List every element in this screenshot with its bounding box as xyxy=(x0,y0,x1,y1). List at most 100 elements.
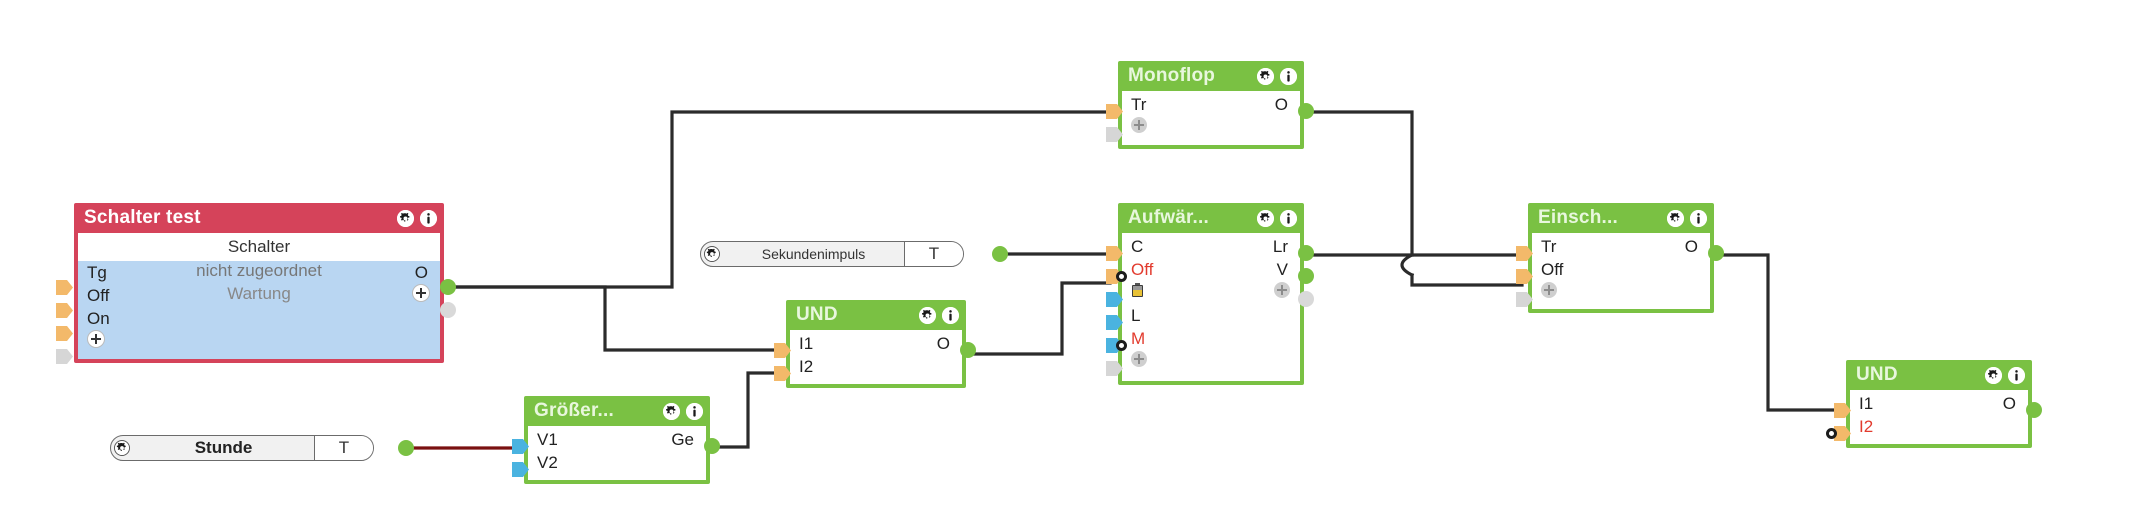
node-monoflop[interactable]: Monoflop Tr O xyxy=(1106,61,1314,149)
port-out-lr[interactable] xyxy=(1298,245,1314,261)
port-in-v2[interactable] xyxy=(512,462,529,477)
node-title: Monoflop xyxy=(1128,65,1216,86)
info-icon[interactable] xyxy=(1280,209,1297,227)
inverted-marker xyxy=(1826,428,1837,439)
port-in-v1[interactable] xyxy=(512,439,529,454)
gear-icon[interactable] xyxy=(1985,366,2002,384)
node-und-2[interactable]: UND I1 O I2 xyxy=(1826,360,2042,448)
port-out-add[interactable] xyxy=(440,302,456,318)
input-label-off: Off xyxy=(87,285,110,305)
port-out-o[interactable] xyxy=(2026,402,2042,418)
port-in-on[interactable] xyxy=(56,326,73,341)
port-in-l[interactable] xyxy=(1106,315,1123,330)
port-in-battery[interactable] xyxy=(1106,292,1123,307)
output-label-lr: Lr xyxy=(1272,236,1288,256)
wire-schalter-to-und1-i1 xyxy=(446,285,782,352)
node-body: C Lr Off V xyxy=(1122,233,1300,381)
output-add-button[interactable] xyxy=(412,284,430,307)
widget-name: Sekundenimpuls xyxy=(761,246,866,262)
input-label-on: On xyxy=(87,308,110,328)
info-icon[interactable] xyxy=(2008,366,2025,384)
port-out-add[interactable] xyxy=(1298,291,1314,307)
input-label-off: Off xyxy=(1541,259,1564,279)
port-out-o[interactable] xyxy=(1298,103,1314,119)
port-in-tr[interactable] xyxy=(1516,246,1533,261)
node-schalter-test[interactable]: Schalter test xyxy=(56,203,456,364)
port-in-add[interactable] xyxy=(56,349,73,364)
node-header[interactable]: UND xyxy=(786,300,966,330)
node-header[interactable]: Schalter test xyxy=(74,203,444,233)
info-icon[interactable] xyxy=(1280,67,1297,85)
node-title: UND xyxy=(1856,364,1898,385)
port-out-ge[interactable] xyxy=(704,438,720,454)
port-out-sekundenimpuls[interactable] xyxy=(992,246,1008,262)
info-icon[interactable] xyxy=(686,402,703,420)
input-add-button[interactable] xyxy=(1131,117,1147,138)
info-icon[interactable] xyxy=(1690,209,1707,227)
node-body: V1 Ge V2 xyxy=(528,426,706,480)
node-header[interactable]: Größer... xyxy=(524,396,710,426)
input-label-off: Off xyxy=(1131,259,1154,279)
input-add-button[interactable] xyxy=(87,330,105,353)
header-icons xyxy=(1667,209,1714,227)
input-add-button[interactable] xyxy=(1541,282,1557,303)
widget-stunde[interactable]: Stunde T xyxy=(110,435,374,461)
status-line-1: nicht zugeordnet xyxy=(196,261,322,280)
node-header[interactable]: Monoflop xyxy=(1118,61,1304,91)
port-in-i1[interactable] xyxy=(774,343,791,358)
node-und-1[interactable]: UND I1 O I2 xyxy=(774,300,976,388)
status-line-2: Wartung xyxy=(227,284,291,303)
gear-icon[interactable] xyxy=(919,306,936,324)
port-in-i1[interactable] xyxy=(1834,403,1851,418)
header-icons xyxy=(1985,366,2032,384)
node-header[interactable]: Aufwär... xyxy=(1118,203,1304,233)
gear-icon[interactable] xyxy=(397,209,414,227)
input-label-i1: I1 xyxy=(1859,393,1874,413)
widget-type-label: T xyxy=(314,436,373,460)
info-icon[interactable] xyxy=(420,209,437,227)
gear-icon[interactable] xyxy=(1667,209,1684,227)
output-label-o: O xyxy=(2002,393,2016,413)
node-body: I1 O I2 xyxy=(790,330,962,384)
port-out-o[interactable] xyxy=(960,342,976,358)
node-einschalt[interactable]: Einsch... Tr O Off xyxy=(1516,203,1724,313)
node-title: Einsch... xyxy=(1538,207,1618,228)
battery-icon xyxy=(1131,282,1144,303)
port-in-i2[interactable] xyxy=(1826,426,1851,441)
node-title: Aufwär... xyxy=(1128,207,1209,228)
node-groesser[interactable]: Größer... V1 Ge V2 xyxy=(512,396,720,484)
port-in-add[interactable] xyxy=(1106,127,1123,142)
port-in-off[interactable] xyxy=(56,303,73,318)
info-icon[interactable] xyxy=(942,306,959,324)
gear-icon[interactable] xyxy=(1257,209,1274,227)
port-in-off[interactable] xyxy=(1106,269,1127,284)
node-header[interactable]: Einsch... xyxy=(1528,203,1714,233)
port-in-add[interactable] xyxy=(1106,361,1123,376)
node-body: Tr O xyxy=(1122,91,1300,145)
port-out-o[interactable] xyxy=(1708,245,1724,261)
widget-sekundenimpuls[interactable]: Sekundenimpuls T xyxy=(700,241,964,267)
output-add-button[interactable] xyxy=(1274,282,1290,303)
port-out-o[interactable] xyxy=(440,279,456,295)
port-in-tr[interactable] xyxy=(1106,104,1123,119)
input-add-button[interactable] xyxy=(1131,351,1147,372)
input-label-v2: V2 xyxy=(537,452,558,472)
node-aufwaerts[interactable]: Aufwär... C Lr Off V xyxy=(1106,203,1314,385)
port-in-c[interactable] xyxy=(1106,246,1123,261)
gear-icon[interactable] xyxy=(1257,67,1274,85)
port-in-i2[interactable] xyxy=(774,366,791,381)
gear-icon[interactable] xyxy=(111,440,133,456)
port-out-v[interactable] xyxy=(1298,268,1314,284)
port-in-m[interactable] xyxy=(1106,338,1127,353)
header-icons xyxy=(663,402,710,420)
gear-icon[interactable] xyxy=(701,246,723,262)
port-out-stunde[interactable] xyxy=(398,440,414,456)
port-in-add[interactable] xyxy=(1516,292,1533,307)
port-in-tg[interactable] xyxy=(56,280,73,295)
node-header[interactable]: UND xyxy=(1846,360,2032,390)
wire-und1-to-aufwaerts-off xyxy=(958,281,1112,356)
gear-icon[interactable] xyxy=(663,402,680,420)
port-in-off[interactable] xyxy=(1516,269,1533,284)
